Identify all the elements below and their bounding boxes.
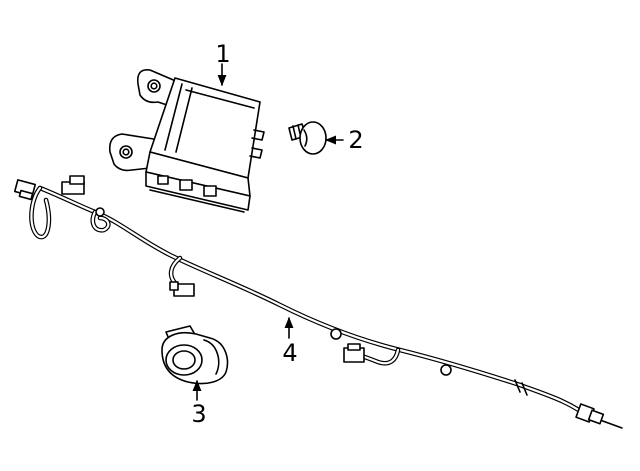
callout-3: 3 — [191, 400, 206, 428]
wire-clip — [330, 328, 342, 340]
wire-clip — [440, 364, 452, 376]
top-connector — [61, 175, 85, 195]
wiring-harness — [13, 175, 623, 429]
lower-left-connector — [169, 281, 195, 297]
callout-4: 4 — [282, 339, 297, 367]
wire-clip — [95, 207, 105, 217]
callout-2: 2 — [348, 126, 363, 154]
end-connector — [575, 403, 605, 425]
control-module — [108, 68, 265, 213]
left-connector — [13, 179, 37, 201]
push-clip — [288, 121, 327, 155]
parking-sensor — [161, 325, 229, 385]
callout-1: 1 — [215, 40, 230, 68]
middle-connector — [343, 343, 365, 363]
leader-lines — [192, 63, 344, 401]
